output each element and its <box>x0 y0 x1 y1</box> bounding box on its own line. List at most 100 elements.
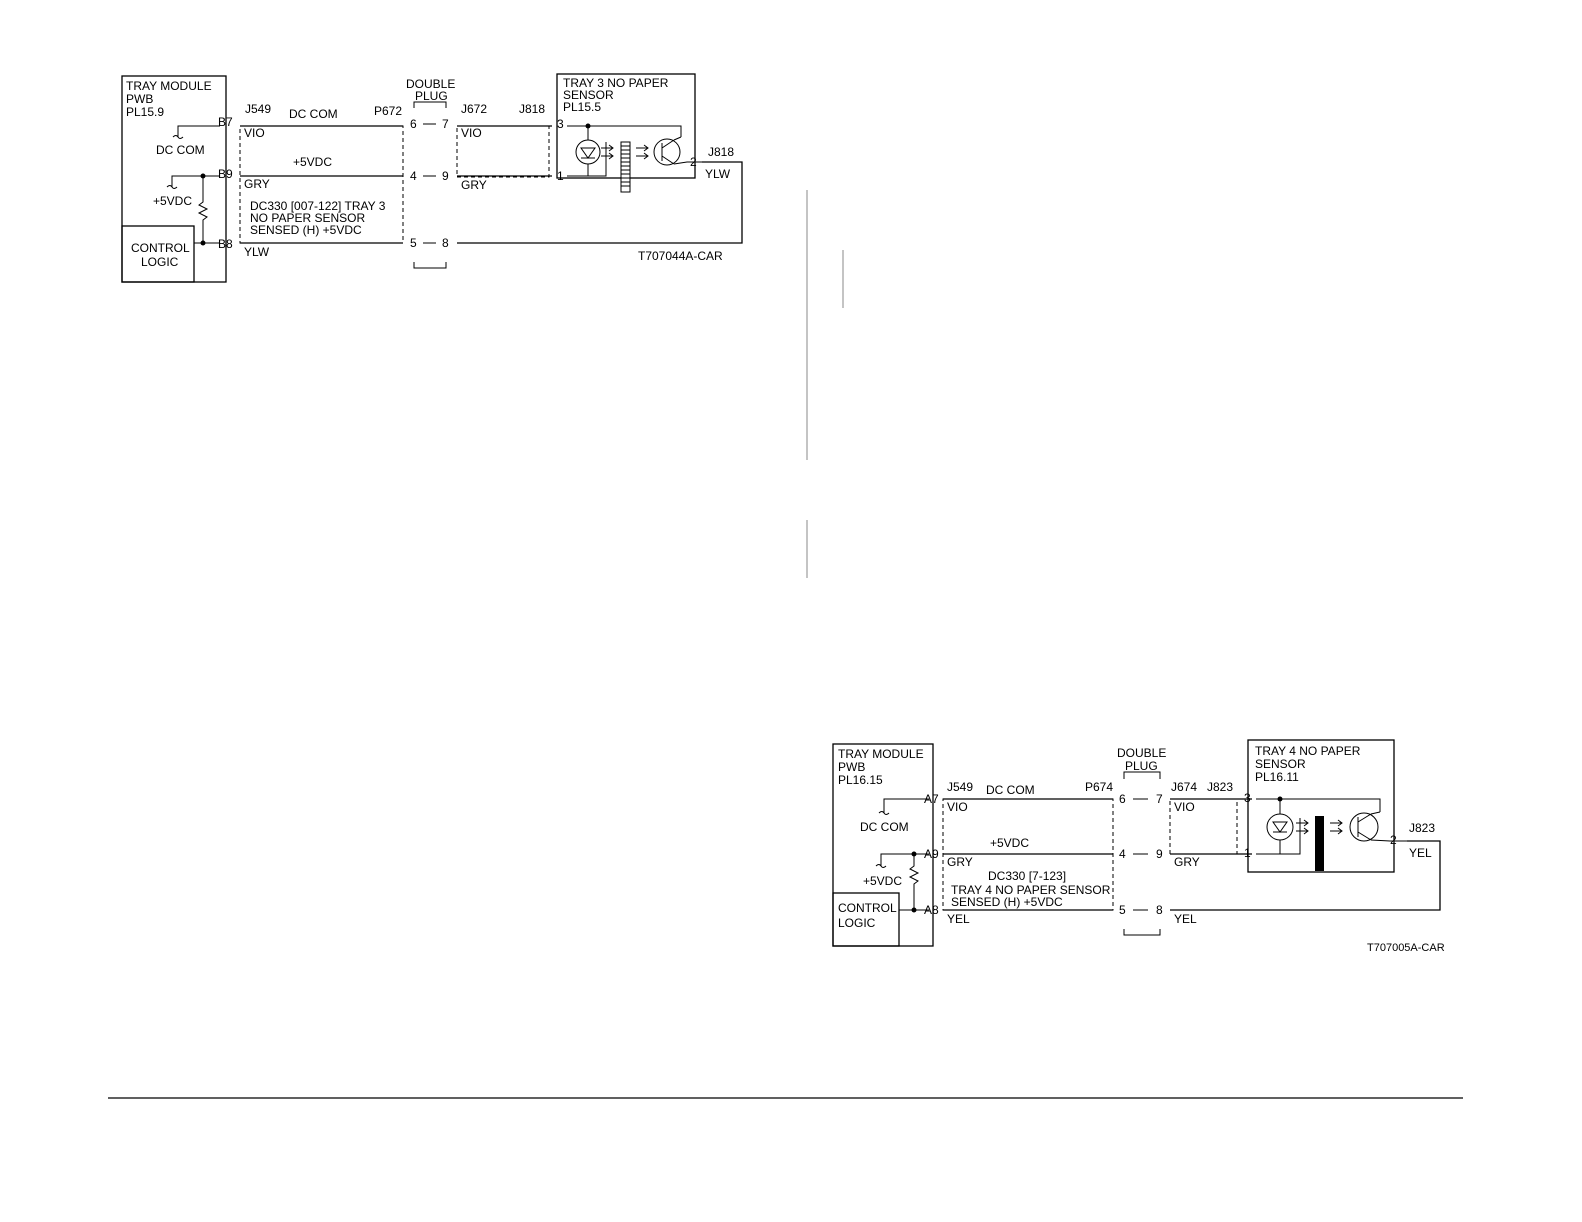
led-icon <box>1266 813 1294 841</box>
diode-symbol <box>1272 821 1288 833</box>
wire-5vdc-label: +5VDC <box>293 155 332 169</box>
j549-label: J549 <box>947 780 973 794</box>
plug-pin-4: 4 <box>410 169 417 183</box>
plug-pin-9: 9 <box>1156 847 1163 861</box>
plug-pin-7: 7 <box>1156 792 1163 806</box>
color-vio-right: VIO <box>1174 800 1195 814</box>
plug-pin-6: 6 <box>410 117 417 131</box>
dc330-note-line3: SENSED (H) +5VDC <box>250 223 362 237</box>
double-plug-line2: PLUG <box>1125 759 1158 773</box>
sensor-internal-wire <box>588 142 607 177</box>
pullup-resistor-icon <box>197 176 209 243</box>
light-arrows-icon <box>1330 819 1343 835</box>
led-icon <box>575 139 601 165</box>
diode-symbol <box>580 147 596 159</box>
j674-label: J674 <box>1171 780 1197 794</box>
wire-dc-com-label: DC COM <box>289 107 338 121</box>
sensor-pin-1: 1 <box>557 169 564 183</box>
dc-com-label: DC COM <box>156 143 205 157</box>
color-gry-left: GRY <box>947 855 973 869</box>
control-logic-box <box>832 892 900 947</box>
actuator-flag-icon <box>1315 816 1324 871</box>
ground-icon <box>172 135 184 139</box>
actuator-flag-icon <box>620 141 631 193</box>
light-arrows-icon <box>1296 819 1309 835</box>
plug-pin-5: 5 <box>1119 903 1126 917</box>
dc330-note-line1: DC330 [7-123] <box>988 869 1066 883</box>
diagram-tray4: TRAY MODULE PWB PL16.15 CONTROL LOGIC DC… <box>832 739 1445 954</box>
sensor-title-line3: PL15.5 <box>563 100 601 114</box>
pin-a7: A7 <box>924 792 939 806</box>
pullup-resistor-icon <box>908 854 920 910</box>
dc-com-ground-wire <box>883 798 929 813</box>
double-plug-bracket-top <box>1123 771 1161 779</box>
pin-b8: B8 <box>218 237 233 251</box>
j823-label-right: J823 <box>1409 821 1435 835</box>
pin-a9: A9 <box>924 847 939 861</box>
module-title-line2: PWB <box>126 92 153 106</box>
color-gry-right: GRY <box>461 178 487 192</box>
pin-b9: B9 <box>218 167 233 181</box>
j823-label-top: J823 <box>1207 780 1233 794</box>
wire-5vdc-label: +5VDC <box>990 836 1029 850</box>
color-yel-left: YEL <box>947 912 970 926</box>
sensor-title-line1: TRAY 4 NO PAPER <box>1255 744 1361 758</box>
vdc-label: +5VDC <box>863 874 902 888</box>
dc-com-label: DC COM <box>860 820 909 834</box>
plug-pin-4: 4 <box>1119 847 1126 861</box>
control-logic-line1: CONTROL <box>131 241 190 255</box>
plug-pin-8: 8 <box>1156 903 1163 917</box>
transistor-symbol <box>1357 813 1372 841</box>
transistor-symbol <box>661 139 675 165</box>
plug-pin-6: 6 <box>1119 792 1126 806</box>
figure-id: T707005A-CAR <box>1367 942 1445 954</box>
vdc-label: +5VDC <box>153 194 192 208</box>
supply-icon <box>166 185 178 189</box>
vdc-supply-wire <box>880 853 929 866</box>
led-cathode-wire <box>567 164 589 177</box>
plug-pin-8: 8 <box>442 236 449 250</box>
module-title-line3: PL15.9 <box>126 105 164 119</box>
sensor-pin-3: 3 <box>557 117 564 131</box>
color-ylw-right: YLW <box>705 167 731 181</box>
pin-a8: A8 <box>924 903 939 917</box>
p672-label: P672 <box>374 104 402 118</box>
plug-pin-5: 5 <box>410 236 417 250</box>
color-gry-right: GRY <box>1174 855 1200 869</box>
sensor-title-line3: PL16.11 <box>1255 770 1299 784</box>
j818-label-top: J818 <box>519 102 545 116</box>
double-plug-bracket-bottom <box>1123 929 1161 936</box>
control-logic-box <box>121 225 195 283</box>
color-vio-left: VIO <box>244 126 265 140</box>
sensor-internal-wire <box>1280 818 1301 855</box>
color-vio-right: VIO <box>461 126 482 140</box>
j672-label: J672 <box>461 102 487 116</box>
sensor-title-line2: SENSOR <box>1255 757 1306 771</box>
double-plug-line1: DOUBLE <box>406 77 455 91</box>
light-arrows-icon <box>636 144 649 160</box>
pin-b7: B7 <box>218 115 233 129</box>
sensor-internal-wire <box>1256 798 1381 812</box>
control-logic-line2: LOGIC <box>141 255 179 269</box>
module-title-line2: PWB <box>838 760 865 774</box>
phototransistor-icon <box>1349 812 1379 842</box>
double-plug-line2: PLUG <box>415 89 448 103</box>
sensor-pin-2: 2 <box>1390 833 1397 847</box>
j549-label: J549 <box>245 102 271 116</box>
wire-dc-com-label: DC COM <box>986 783 1035 797</box>
wire-yel-right <box>1170 840 1441 911</box>
control-logic-line2: LOGIC <box>838 916 876 930</box>
tray4-sensor-box <box>1247 739 1395 873</box>
color-ylw-left: YLW <box>244 245 270 259</box>
double-plug-bracket-top <box>413 101 447 108</box>
module-title-line3: PL16.15 <box>838 773 883 787</box>
sensor-pin-3: 3 <box>1244 791 1251 805</box>
dc330-note-line2: TRAY 4 NO PAPER SENSOR <box>951 883 1111 897</box>
transistor-leads <box>1370 811 1407 842</box>
dc-com-ground-wire <box>177 125 220 137</box>
diagram-tray3: TRAY MODULE PWB PL15.9 CONTROL LOGIC DC … <box>121 73 743 283</box>
control-logic-line1: CONTROL <box>838 901 897 915</box>
plug-pin-9: 9 <box>442 169 449 183</box>
j818-label-right: J818 <box>708 145 734 159</box>
